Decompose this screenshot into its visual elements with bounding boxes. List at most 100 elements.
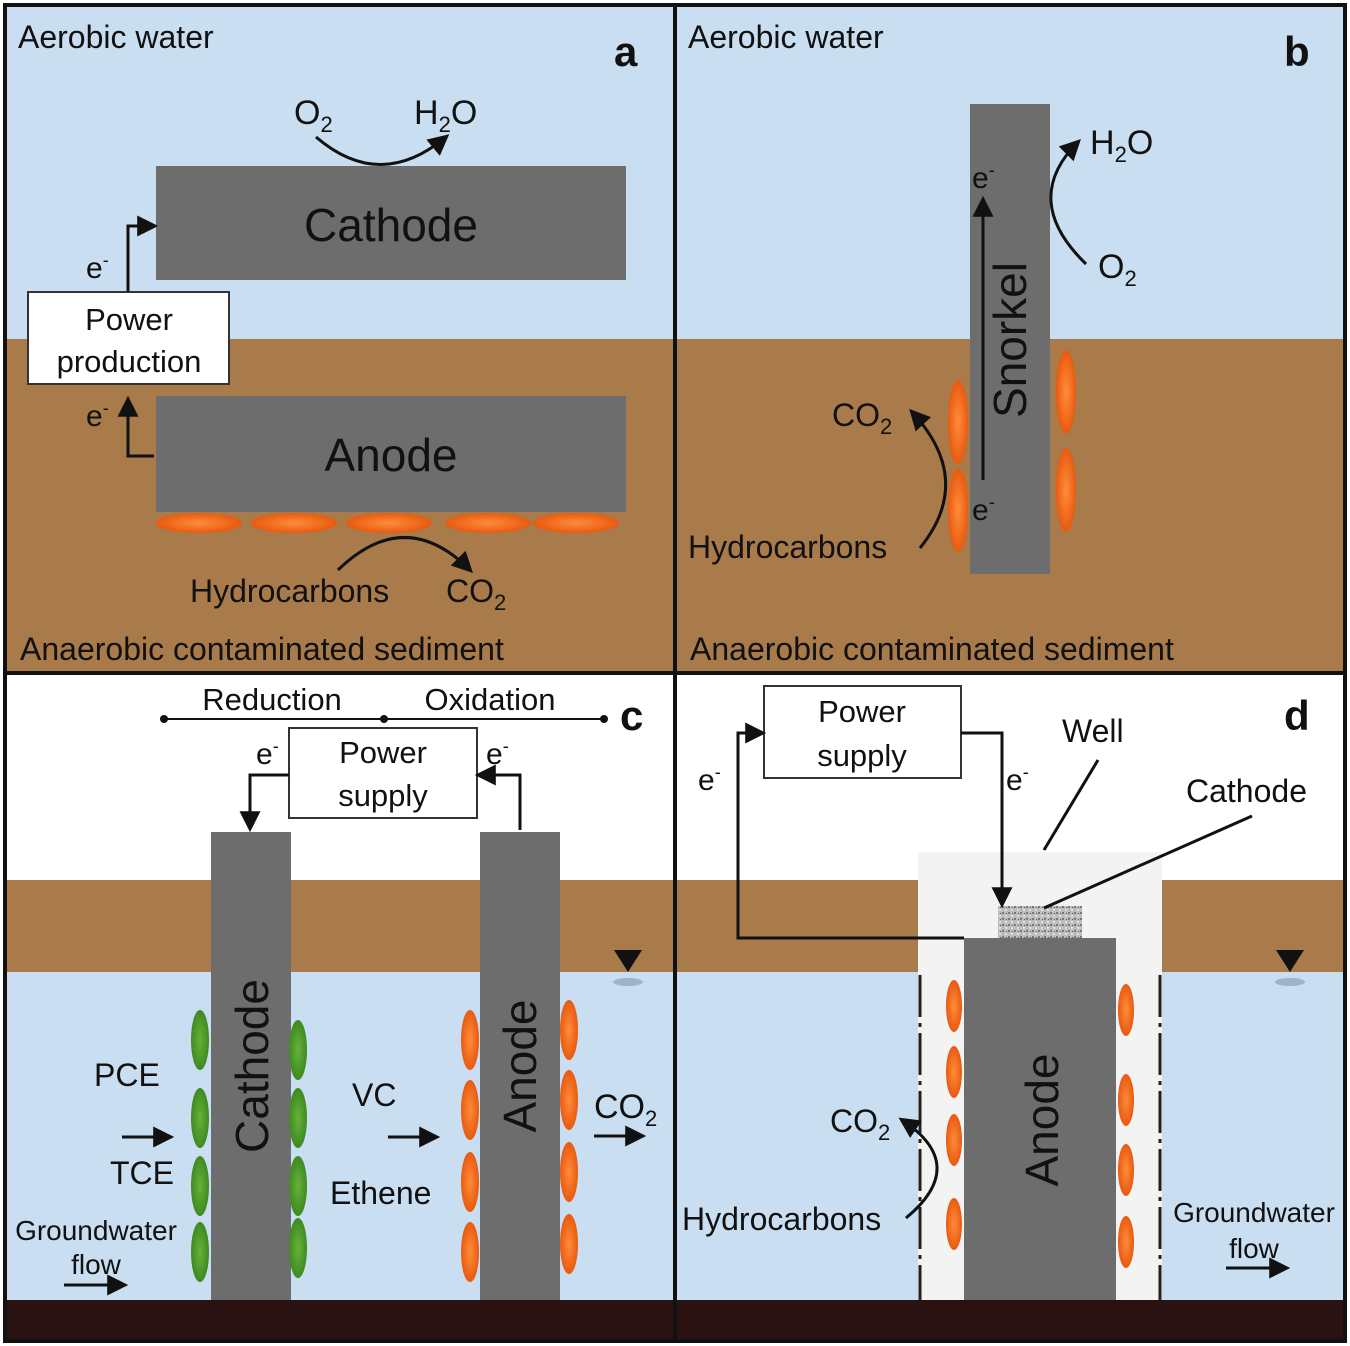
anode-electrode <box>156 396 626 512</box>
panel-letter: c <box>620 692 643 739</box>
bacterium <box>560 1070 578 1130</box>
power-production-line2: production <box>57 344 202 379</box>
h2o-label: H2O <box>414 94 477 137</box>
anode-electrode <box>964 938 1116 1300</box>
bacterium <box>461 1080 479 1140</box>
bacterium <box>1118 1144 1134 1196</box>
bacterium <box>289 1020 307 1080</box>
electron-to-cathode <box>239 773 289 833</box>
ethene-label: Ethene <box>330 1175 431 1211</box>
panel-a: Aerobic water a O2 H2O Cathode e- Power … <box>6 6 674 672</box>
electron-label: e- <box>972 160 995 195</box>
bacterium <box>346 513 432 533</box>
bacterium <box>948 468 968 552</box>
bacterium <box>289 1088 307 1148</box>
power-supply-box <box>288 727 478 819</box>
co2-label: CO2 <box>446 573 506 615</box>
axis-mid <box>380 715 388 723</box>
oxidation-label: Oxidation <box>425 682 556 717</box>
electron-from-anode <box>736 722 964 940</box>
bacterium <box>461 1152 479 1212</box>
electron-label: e- <box>698 762 721 797</box>
anode-label: Anode <box>324 429 457 481</box>
electron-from-anode <box>474 764 522 830</box>
anode-label: Anode <box>1016 1053 1068 1186</box>
bacterium <box>191 1010 209 1070</box>
electron-label: e- <box>486 736 509 771</box>
cathode-leader-line <box>1043 814 1253 910</box>
bacterium <box>461 1010 479 1070</box>
panel-letter: d <box>1284 692 1310 739</box>
bacterium <box>560 1214 578 1274</box>
power-production-line1: Power <box>85 302 173 337</box>
h2o-label: H2O <box>1090 124 1153 167</box>
power-supply-line2: supply <box>338 778 428 813</box>
bacterium <box>289 1156 307 1216</box>
bacterium <box>1056 350 1076 434</box>
groundwater-flow-line1: Groundwater <box>15 1215 177 1246</box>
electron-label: e- <box>86 398 109 433</box>
orange-bacteria <box>946 980 1134 1268</box>
anode-electrode <box>480 832 560 1300</box>
bacteria-column <box>948 350 1076 552</box>
electron-label: e- <box>972 492 995 527</box>
axis-end <box>600 715 608 723</box>
reduction-arrow <box>315 134 450 166</box>
bacteria-row <box>156 513 619 533</box>
cathode-electrode <box>211 832 291 1300</box>
bacterium <box>560 1142 578 1202</box>
sediment-label: Anaerobic contaminated sediment <box>20 631 504 667</box>
bacterium <box>251 513 337 533</box>
groundwater-flow-line2: flow <box>1229 1233 1280 1264</box>
panel-d: d Anode Power supply e- e- Well Cathode <box>676 674 1344 1340</box>
bacterium <box>946 980 962 1032</box>
electron-to-cathode <box>961 731 1013 909</box>
panel-borders <box>3 3 1347 1343</box>
axis-end <box>160 715 168 723</box>
panel-letter: a <box>614 28 638 75</box>
cathode-electrode <box>156 166 626 280</box>
well-leader-line <box>1042 759 1100 851</box>
hydrocarbons-label: Hydrocarbons <box>682 1201 881 1237</box>
bacterium <box>946 1198 962 1250</box>
reduction-label: Reduction <box>202 682 342 717</box>
bacterium <box>1056 448 1076 532</box>
vc-label: VC <box>352 1077 396 1113</box>
water-table-icon <box>1275 978 1305 986</box>
power-supply-line1: Power <box>818 694 906 729</box>
panel-b: Aerobic water b Snorkel e- e- H2O O2 CO2… <box>676 6 1344 672</box>
aerobic-water-label: Aerobic water <box>18 19 214 55</box>
bacterium <box>948 380 968 464</box>
oxidation-arrow <box>336 536 473 573</box>
cathode-label: Cathode <box>226 979 278 1153</box>
co2-label: CO2 <box>832 397 892 439</box>
bacterium <box>533 513 619 533</box>
bacterium <box>1118 1074 1134 1126</box>
power-production-box <box>27 291 230 385</box>
electron-flow-up <box>126 215 159 292</box>
sediment-label: Anaerobic contaminated sediment <box>690 631 1174 667</box>
bacterium <box>1118 1216 1134 1268</box>
panel-c: c Reduction Oxidation Power supply e- e-… <box>6 674 674 1340</box>
orange-bacteria <box>461 1000 578 1282</box>
reduction-arrow <box>1049 139 1088 266</box>
cathode-element <box>998 906 1082 938</box>
bacterium <box>1118 984 1134 1036</box>
anode-label: Anode <box>494 999 546 1132</box>
tce-label: TCE <box>110 1155 174 1191</box>
oxidation-arrow <box>898 1117 939 1220</box>
cathode-label: Cathode <box>1186 773 1307 809</box>
co2-label: CO2 <box>594 1088 657 1131</box>
bacterium <box>156 513 242 533</box>
o2-label: O2 <box>294 94 333 137</box>
groundwater-flow-line2: flow <box>71 1249 122 1280</box>
oxidation-arrow <box>909 408 948 549</box>
bedrock-region <box>6 1300 674 1340</box>
co2-label: CO2 <box>830 1103 890 1145</box>
electron-label: e- <box>86 250 109 285</box>
aerobic-water-label: Aerobic water <box>688 19 884 55</box>
hydrocarbons-label: Hydrocarbons <box>688 529 887 565</box>
o2-label: O2 <box>1098 248 1137 291</box>
bacterium <box>946 1046 962 1098</box>
